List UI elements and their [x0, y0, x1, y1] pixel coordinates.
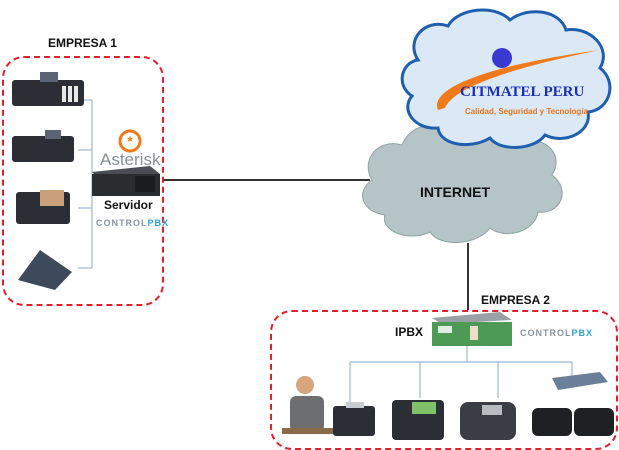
ipbx-device	[432, 312, 512, 346]
brand-prefix: CONTROL	[96, 218, 148, 228]
empresa1-label: EMPRESA 1	[48, 36, 117, 50]
brand-suffix: PBX	[571, 328, 594, 338]
brand-suffix: PBX	[147, 218, 170, 228]
brand-name: CITMATEL PERU	[460, 84, 585, 100]
server-label: Servidor	[104, 198, 153, 212]
conference-phone	[18, 250, 72, 290]
ip-desk-phone-1	[12, 72, 84, 106]
empresa1-group	[2, 56, 164, 306]
swoosh	[437, 50, 600, 110]
internet-label: INTERNET	[420, 184, 490, 200]
empresa2-group	[270, 310, 618, 450]
analog-phone-1	[532, 408, 572, 436]
brand-cloud	[400, 8, 612, 149]
asterisk-logo: *	[118, 129, 142, 153]
brand-tagline: Calidad, Seguridad y Tecnología	[465, 107, 588, 116]
desk-phone	[333, 402, 375, 436]
globe-dot	[492, 48, 512, 68]
analog-gateway	[552, 372, 608, 390]
asterisk-text: Asterisk	[100, 150, 161, 169]
conference-ip-phone	[460, 402, 516, 440]
svg-text:*: *	[127, 133, 133, 149]
person-on-phone	[282, 376, 360, 434]
empresa1-controlpbx-logo: CONTROLPBX	[96, 218, 169, 228]
server	[92, 166, 160, 196]
video-phone	[16, 190, 70, 224]
empresa2-controlpbx-logo: CONTROLPBX	[520, 328, 593, 338]
ip-color-phone	[392, 400, 444, 440]
ipbx-label: IPBX	[395, 325, 424, 339]
ip-desk-phone-2	[12, 130, 74, 162]
brand-prefix: CONTROL	[520, 328, 572, 338]
empresa2-label: EMPRESA 2	[481, 293, 550, 307]
